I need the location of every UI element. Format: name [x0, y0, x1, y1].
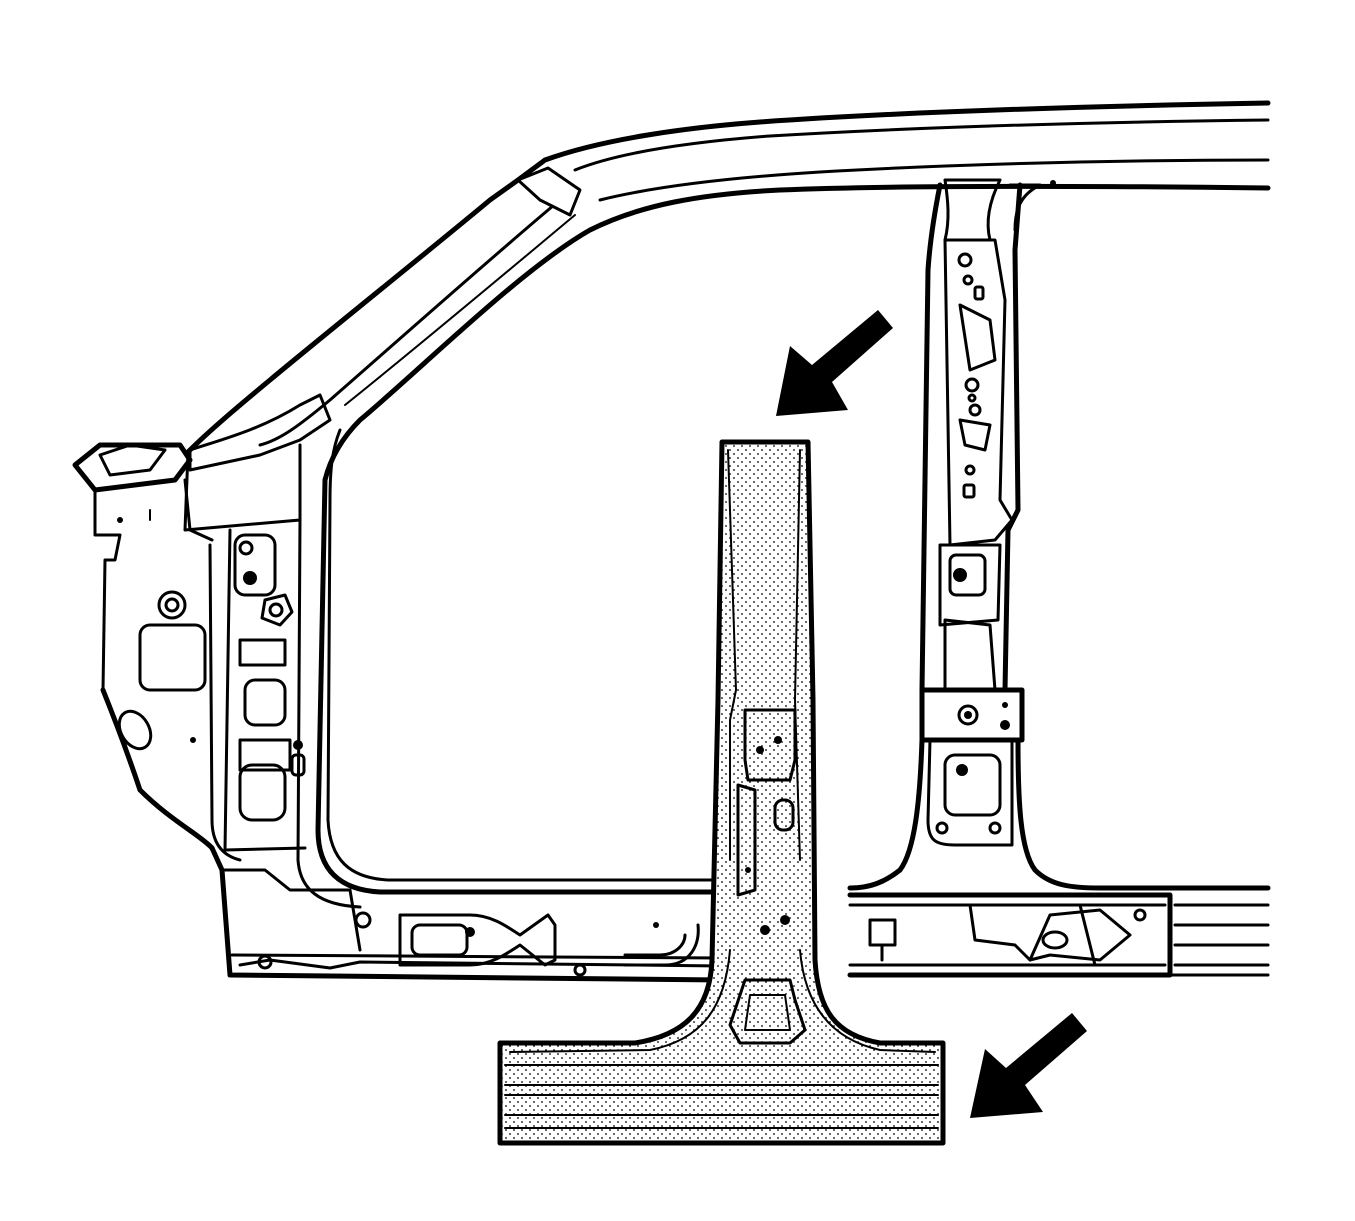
replacement-center-pillar-section: [497, 439, 946, 1146]
arrow-lower-icon: [970, 1013, 1087, 1118]
arrow-upper-icon: [776, 310, 893, 416]
center-pillar: [847, 178, 1173, 891]
front-hinge-pillar: [208, 428, 725, 909]
rocker-panel: [209, 845, 725, 983]
rocker-rear: [847, 885, 1271, 978]
windshield-pillar: [183, 166, 582, 532]
fender-mount-bracket: [72, 442, 215, 851]
body-side-frame: [72, 100, 1271, 983]
